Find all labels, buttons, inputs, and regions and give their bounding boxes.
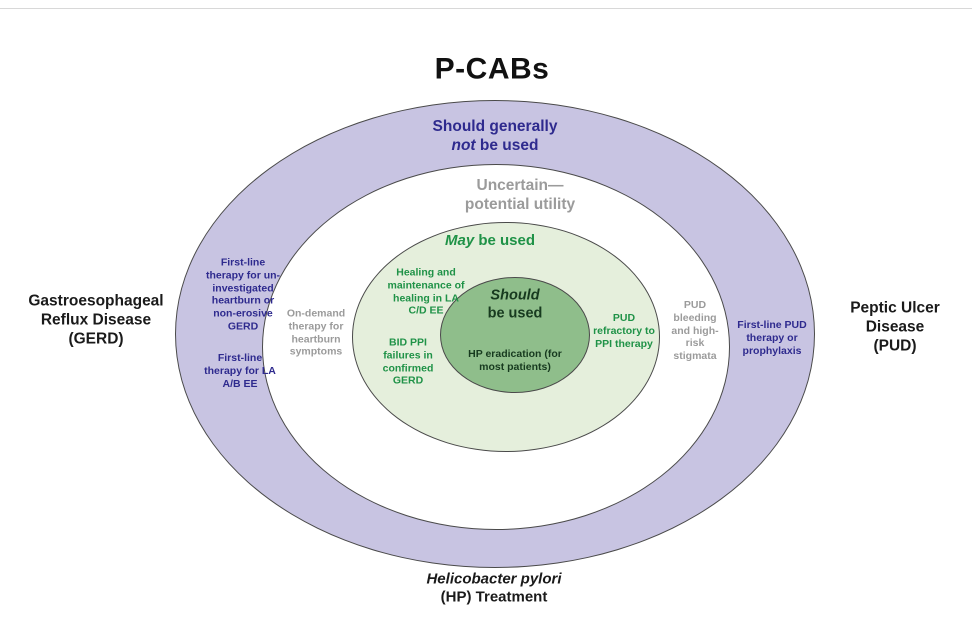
label-text: Disease — [865, 318, 925, 336]
label-text-italic: May — [444, 231, 475, 249]
label-text-italic: not — [451, 137, 476, 154]
label-line: Peptic Ulcer — [850, 300, 940, 319]
item-healing-maintenance-la-cd-ee: Healing and maintenance of healing in LA… — [387, 266, 465, 317]
item-bid-ppi-failures-confirmed-gerd: BID PPI failures in confirmed GERD — [382, 336, 434, 387]
label-line: Should — [488, 287, 543, 305]
item-pud-refractory-to-ppi: PUD refractory to PPI therapy — [593, 311, 655, 350]
axis-label-hp-treatment: Helicobacter pylori (HP) Treatment — [426, 571, 561, 608]
label-text: Uncertain— — [476, 177, 564, 195]
label-text: potential utility — [464, 196, 576, 213]
label-line: Should generally — [433, 118, 558, 137]
label-text: (GERD) — [68, 330, 124, 348]
item-pud-first-line-therapy: First-line PUD therapy or prophylaxis — [737, 318, 807, 357]
label-line: Uncertain— — [465, 177, 575, 196]
label-line: potential utility — [465, 196, 575, 215]
label-line: be used — [488, 305, 543, 323]
label-line: not be used — [433, 137, 558, 156]
label-text-italic: Should — [490, 287, 540, 304]
label-text: Peptic Ulcer — [850, 299, 940, 317]
label-text: (PUD) — [873, 337, 917, 355]
zone-may-be-used-label: May be used — [445, 232, 535, 250]
label-line: Disease — [850, 319, 940, 338]
label-line: (HP) Treatment — [426, 589, 561, 607]
item-gerd-first-line-la-ab-ee: First-line therapy for LA A/B EE — [204, 351, 276, 390]
figure-title: P-CABs — [434, 52, 550, 86]
label-text: be used — [475, 137, 539, 154]
item-on-demand-heartburn-therapy: On-demand therapy for heartburn symptoms — [286, 307, 346, 358]
label-text: Should generally — [432, 118, 558, 136]
label-line: (PUD) — [850, 337, 940, 356]
label-text-italic: Helicobacter pylori — [426, 570, 562, 588]
label-text: be used — [487, 305, 543, 321]
zone-should-not-be-used-label: Should generally not be used — [433, 118, 558, 156]
label-text: (HP) Treatment — [440, 589, 548, 606]
item-pud-bleeding-high-risk-stigmata: PUD bleeding and high-risk stigmata — [671, 299, 719, 363]
axis-label-gerd: Gastroesophageal Reflux Disease (GERD) — [28, 293, 163, 350]
label-line: Gastroesophageal — [28, 293, 163, 312]
label-line: Helicobacter pylori — [426, 571, 561, 589]
top-rule-divider — [0, 8, 972, 9]
zone-uncertain-label: Uncertain— potential utility — [465, 177, 575, 215]
label-text: Reflux Disease — [40, 311, 152, 329]
label-line: (GERD) — [28, 330, 163, 349]
axis-label-pud: Peptic Ulcer Disease (PUD) — [850, 300, 940, 357]
label-line: Reflux Disease — [28, 312, 163, 331]
item-hp-eradication: HP eradication (for most patients) — [468, 348, 562, 373]
label-text: be used — [474, 231, 536, 249]
zone-should-be-used-ellipse — [440, 277, 590, 393]
label-text: Gastroesophageal — [28, 292, 164, 310]
zone-should-be-used-label: Should be used — [488, 287, 543, 322]
item-gerd-first-line-uninvestigated: First-line therapy for un-investigated h… — [205, 256, 281, 333]
